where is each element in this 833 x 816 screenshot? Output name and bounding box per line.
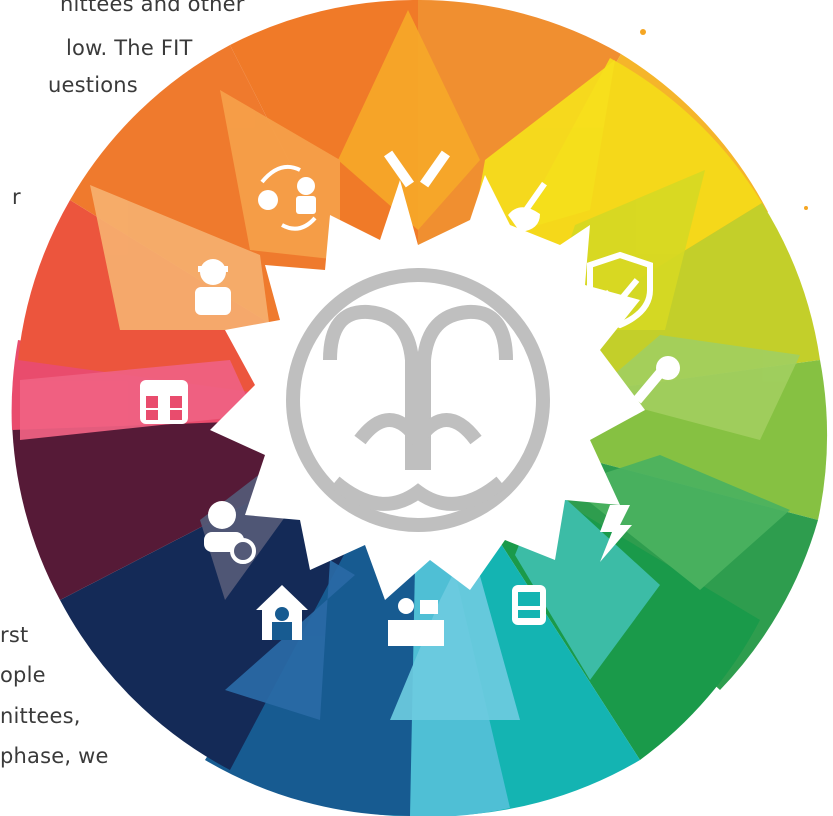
text-fragment-6: ople bbox=[0, 663, 46, 687]
cathedral-rose-window-logo bbox=[286, 268, 550, 532]
staff-rotation-icon bbox=[258, 165, 317, 231]
text-fragment-8: phase, we bbox=[0, 744, 109, 768]
warehouse-icon bbox=[140, 380, 188, 424]
utensils-icon bbox=[384, 150, 450, 188]
house-person-icon bbox=[256, 585, 308, 640]
construction-worker-icon bbox=[195, 259, 231, 315]
speck-2 bbox=[804, 206, 808, 210]
mailbox-icon bbox=[512, 585, 546, 625]
broom-icon bbox=[508, 181, 547, 232]
text-fragment-7: nittees, bbox=[0, 704, 81, 728]
reception-desk-icon bbox=[388, 598, 444, 646]
star-points bbox=[20, 10, 800, 720]
text-fragment-2: low. The FIT bbox=[66, 36, 193, 60]
headset-support-icon bbox=[204, 501, 256, 564]
wrench-icon bbox=[633, 356, 680, 404]
text-fragment-5: rst bbox=[0, 623, 29, 647]
segment-icons bbox=[140, 150, 680, 646]
text-fragment-3: uestions bbox=[48, 73, 138, 97]
speck-1 bbox=[640, 29, 646, 35]
lightning-icon bbox=[600, 505, 632, 562]
text-fragment-1: nittees and other bbox=[60, 0, 245, 16]
shield-check-icon bbox=[587, 251, 653, 329]
text-fragment-4: r bbox=[12, 185, 21, 209]
